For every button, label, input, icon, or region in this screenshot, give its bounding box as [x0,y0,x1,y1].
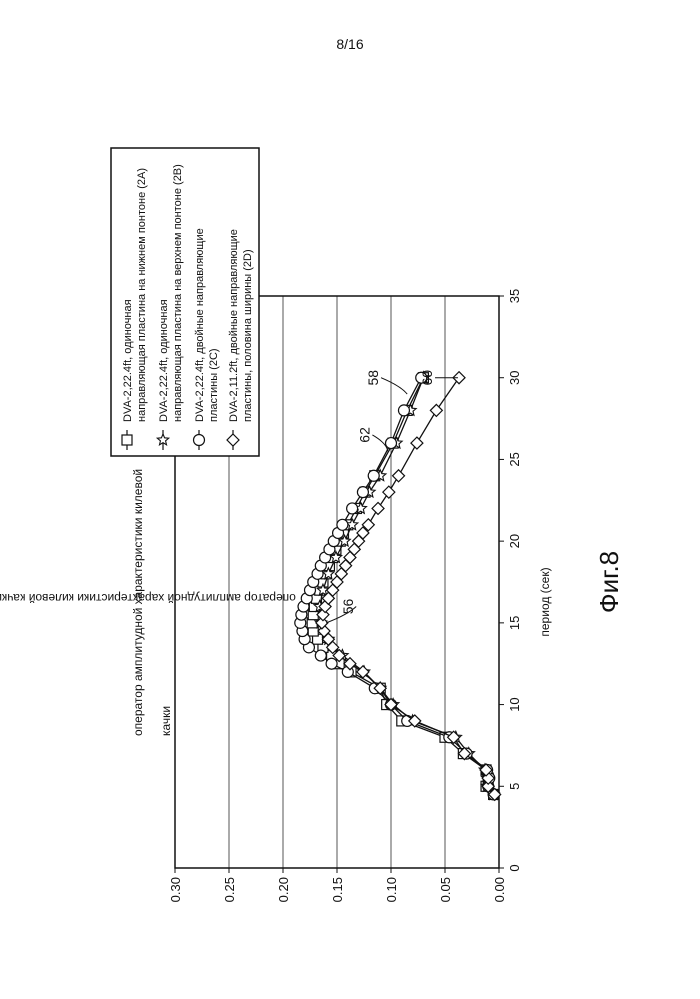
y-tick-label: 0.30 [168,877,183,902]
data-point-circle [347,503,358,514]
data-point-diamond [393,470,405,482]
y-tick-label: 0.25 [222,877,237,902]
y-ticks: 0.00 0.05 0.10 0.15 0.20 0.25 0.30 [168,868,507,902]
data-point-square [122,435,132,445]
data-point-diamond [411,437,423,449]
legend: DVA-2,22.4ft, одиночнаянаправляющая плас… [111,148,259,456]
callout-label: 60 [419,370,435,386]
x-tick-label: 30 [507,370,522,384]
y-tick-label: 0.10 [384,877,399,902]
data-point-diamond [372,502,384,514]
x-tick-label: 0 [507,864,522,871]
data-point-circle [315,650,326,661]
y-axis-label: оператор амплитудной характеристики киле… [0,591,296,605]
chart-title-line: качки [159,706,173,736]
data-point-diamond [430,404,442,416]
data-point-circle [337,519,348,530]
x-tick-label: 5 [507,783,522,790]
x-axis-label: период (сек) [538,567,552,636]
series-line [320,378,494,795]
y-tick-label: 0.20 [276,877,291,902]
y-tick-label: 0.00 [492,877,507,902]
series-star [314,372,499,800]
series-line [322,378,495,795]
data-point-circle [357,487,368,498]
x-tick-label: 20 [507,534,522,548]
data-point-diamond [383,486,395,498]
series-diamond [316,372,501,801]
x-tick-label: 35 [507,289,522,303]
callout-label: 62 [356,427,372,443]
data-point-circle [386,438,397,449]
x-ticks: 0 5 10 15 20 25 30 35 [499,289,522,872]
callout-label: 56 [340,599,356,615]
data-point-circle [194,435,205,446]
y-tick-label: 0.05 [438,877,453,902]
x-tick-label: 15 [507,616,522,630]
figure-caption: Фиг.8 [594,551,624,613]
callout-label: 58 [365,370,381,386]
callout-leader [381,378,407,394]
x-tick-label: 10 [507,697,522,711]
series-layer [295,372,501,801]
x-tick-label: 25 [507,452,522,466]
data-point-circle [368,470,379,481]
data-point-circle [398,405,409,416]
y-tick-label: 0.15 [330,877,345,902]
data-point-circle [326,658,337,669]
